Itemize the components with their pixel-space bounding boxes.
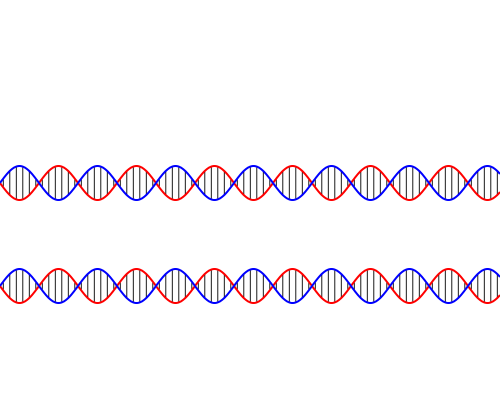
strand-blue [0,268,500,304]
rungs [2,166,498,200]
helix-bottom [0,268,500,304]
strand-red [0,268,500,304]
strand-blue [0,165,500,201]
strand-red [0,165,500,201]
helix-top [0,165,500,201]
